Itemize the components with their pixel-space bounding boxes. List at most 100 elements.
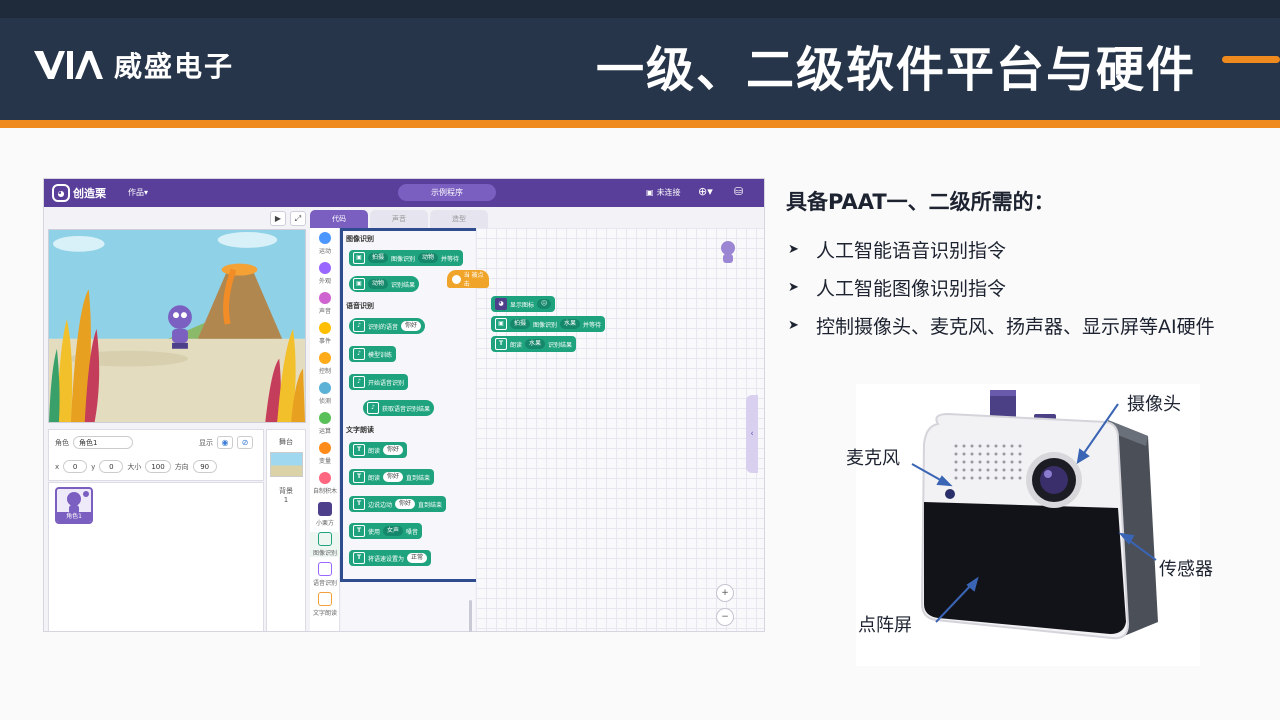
- zoom-out-icon[interactable]: −: [716, 608, 734, 626]
- y-input[interactable]: 0: [99, 460, 124, 473]
- block-start-voice-recognition[interactable]: ♪ 开始语音识别: [349, 374, 409, 390]
- zoom-in-icon[interactable]: +: [716, 584, 734, 602]
- size-input[interactable]: 100: [145, 460, 171, 473]
- block-input[interactable]: 你好: [383, 445, 404, 455]
- block-text: 获取语音识别结果: [382, 405, 431, 413]
- tts-block-icon: T: [353, 444, 365, 456]
- backdrop-panel[interactable]: 舞台 背景 1: [266, 429, 306, 631]
- tab-sound[interactable]: 声音: [370, 210, 428, 228]
- features-title: 具备PAAT一、二级所需的：: [786, 190, 1055, 214]
- category-label: 运算: [318, 428, 331, 435]
- block-speak-until-done[interactable]: T 朗读 你好 直到结束: [349, 469, 435, 485]
- category-sensing[interactable]: 侦测: [310, 382, 340, 405]
- block-dropdown[interactable]: 水果: [525, 339, 546, 349]
- script-block-capture[interactable]: ▣ 拍摄 图像识别 水果 并等待: [491, 316, 606, 332]
- category-text-to-speech[interactable]: 文字朗读: [310, 592, 340, 617]
- x-label: x: [55, 462, 60, 471]
- sprite-name-input[interactable]: 角色1: [73, 436, 133, 449]
- show-label: 显示: [199, 438, 213, 447]
- fullscreen-icon[interactable]: ⤢: [290, 211, 306, 226]
- block-use-voice[interactable]: T 使用 女声 嗓音: [349, 523, 423, 539]
- slide-title: 一级、二级软件平台与硬件: [595, 42, 1196, 98]
- globe-icon[interactable]: ⊕▾: [698, 185, 713, 198]
- block-speak-and-move[interactable]: T 边说边动 你好 直到结束: [349, 496, 447, 512]
- script-block-speak-result[interactable]: T 朗读 水果 识别结果: [491, 336, 577, 352]
- category-motion[interactable]: 运动: [310, 232, 340, 255]
- block-input[interactable]: 你好: [383, 472, 404, 482]
- category-label: 外观: [318, 278, 331, 285]
- sprite-card[interactable]: 角色1: [55, 487, 93, 524]
- delete-icon[interactable]: [83, 491, 89, 497]
- stage-canvas[interactable]: [48, 229, 306, 423]
- collapse-panel-handle[interactable]: ‹: [746, 395, 758, 473]
- works-menu[interactable]: 作品▾: [128, 188, 149, 197]
- device-label-matrix: 点阵屏: [858, 615, 912, 636]
- category-looks[interactable]: 外观: [310, 262, 340, 285]
- block-recognition-result[interactable]: ▣ 动物 识别结果: [349, 276, 420, 292]
- block-dropdown[interactable]: 水果: [560, 319, 581, 329]
- save-icon[interactable]: ⛁: [734, 185, 744, 198]
- backdrop-thumbnail[interactable]: [270, 452, 303, 477]
- connection-label: 未连接: [656, 188, 681, 197]
- block-input[interactable]: 你好: [401, 321, 422, 331]
- block-text: 并等待: [583, 321, 602, 329]
- app-top-bar: ◕ 创造栗 作品▾ 示例程序 ▣ 未连接 ⊕▾ ⛁: [44, 179, 764, 207]
- block-text: 朗读: [368, 447, 381, 455]
- play-icon[interactable]: ▶: [270, 211, 286, 226]
- tab-costume[interactable]: 造型: [430, 210, 488, 228]
- connection-status[interactable]: ▣ 未连接: [646, 187, 681, 198]
- block-text: 模型训练: [368, 351, 393, 359]
- title-accent-dash: [1222, 56, 1280, 63]
- feature-text: 人工智能图像识别指令: [816, 277, 1007, 300]
- y-label: y: [91, 462, 96, 471]
- eye-show-icon[interactable]: ◉: [217, 436, 233, 449]
- block-dropdown[interactable]: 拍摄: [368, 253, 389, 263]
- sample-program-button[interactable]: 示例程序: [398, 184, 496, 201]
- voice-block-icon: ♪: [353, 320, 365, 332]
- code-workspace[interactable]: ◕ 显示图标 😐 ▣ 拍摄 图像识别 水果 并等待 T 朗读 水果 识别结果: [476, 228, 764, 631]
- tts-block-icon: T: [353, 552, 365, 564]
- block-text: 识别结果: [391, 281, 416, 289]
- tab-code[interactable]: 代码: [310, 210, 368, 228]
- block-text: 直到结束: [418, 501, 443, 509]
- block-categories: 运动 外观 声音 事件 控制 侦测 运算 变量 自制积木 小栗方 图像识别 语音…: [310, 228, 340, 631]
- category-sound[interactable]: 声音: [310, 292, 340, 315]
- category-variables[interactable]: 变量: [310, 442, 340, 465]
- block-speak[interactable]: T 朗读 你好: [349, 442, 408, 458]
- category-voice-recognition[interactable]: 语音识别: [310, 562, 340, 587]
- block-dropdown[interactable]: 动物: [368, 279, 389, 289]
- block-dropdown[interactable]: 动物: [418, 253, 439, 263]
- block-dropdown[interactable]: 😐: [537, 299, 552, 309]
- block-get-voice-result[interactable]: ♪ 获取语音识别结果: [363, 400, 435, 416]
- x-input[interactable]: 0: [63, 460, 88, 473]
- category-control[interactable]: 控制: [310, 352, 340, 375]
- device-label-camera: 摄像头: [1127, 394, 1181, 415]
- eye-hide-icon[interactable]: ⊘: [237, 436, 253, 449]
- category-image-recognition[interactable]: 图像识别: [310, 532, 340, 557]
- block-set-speech-rate[interactable]: T 将语速设置为 正常: [349, 550, 432, 566]
- block-recognized-voice[interactable]: ♪ 识别的语音 你好: [349, 318, 426, 334]
- direction-input[interactable]: 90: [192, 460, 217, 473]
- app-logo[interactable]: ◕ 创造栗: [52, 184, 106, 202]
- block-input[interactable]: 你好: [395, 499, 416, 509]
- category-label: 控制: [318, 368, 331, 375]
- script-block-show-icon[interactable]: ◕ 显示图标 😐: [491, 296, 556, 312]
- category-label: 运动: [318, 248, 331, 255]
- block-dropdown[interactable]: 拍摄: [510, 319, 531, 329]
- category-operators[interactable]: 运算: [310, 412, 340, 435]
- when-flag-clicked-block[interactable]: 当 被点击: [447, 270, 489, 288]
- arrow-bullet-icon: ➤: [788, 279, 799, 295]
- block-capture-image-recognize[interactable]: ▣ 拍摄 图像识别 动物 并等待: [349, 250, 464, 266]
- block-dropdown[interactable]: 女声: [383, 526, 404, 536]
- category-my-blocks[interactable]: 自制积木: [310, 472, 340, 495]
- flyout-scrollbar[interactable]: [469, 600, 472, 632]
- voice-block-icon: ♪: [367, 402, 379, 414]
- block-model-training[interactable]: ♪ 模型训练: [349, 346, 397, 362]
- block-dropdown[interactable]: 正常: [407, 553, 428, 563]
- sprite-label: 角色: [55, 438, 69, 447]
- category-events[interactable]: 事件: [310, 322, 340, 345]
- sprite-info-panel: 角色 角色1 显示 ◉ ⊘ x 0 y 0 大小 100 方向 90: [48, 429, 264, 481]
- category-xiaolifang[interactable]: 小栗方: [310, 502, 340, 527]
- robot-face-icon: ◕: [52, 184, 70, 202]
- category-label: 图像识别: [312, 550, 337, 557]
